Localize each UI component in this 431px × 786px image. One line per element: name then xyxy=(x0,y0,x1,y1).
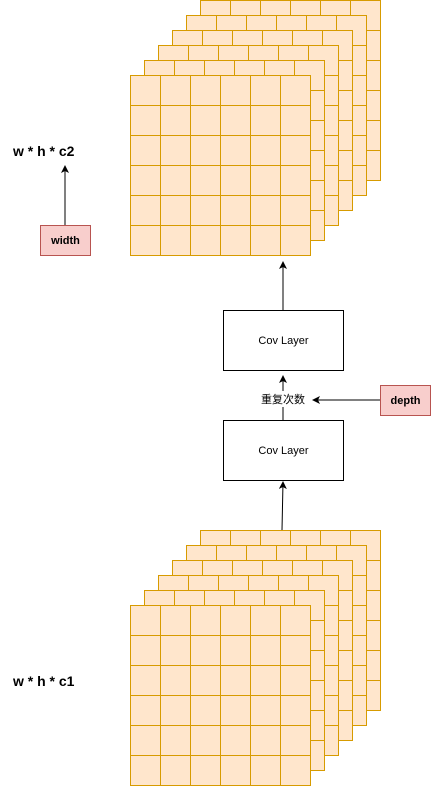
output-grid-cell xyxy=(220,75,251,106)
output-grid-cell xyxy=(220,195,251,226)
input-grid-cell xyxy=(250,725,281,756)
output-grid-cell xyxy=(250,165,281,196)
output-grid-layer-1 xyxy=(130,75,311,256)
input-grid-cell xyxy=(130,605,161,636)
input-grid-cell xyxy=(130,635,161,666)
input-grid-cell xyxy=(160,665,191,696)
output-grid-cell xyxy=(220,135,251,166)
input-grid-cell xyxy=(250,635,281,666)
output-grid-cell xyxy=(130,75,161,106)
output-grid-cell xyxy=(130,135,161,166)
output-dimensions-label: w * h * c2 xyxy=(13,143,75,159)
output-grid-cell xyxy=(130,105,161,136)
input-grid-cell xyxy=(130,695,161,726)
input-grid-cell xyxy=(130,725,161,756)
input-grid-cell xyxy=(190,755,221,786)
input-grid-cell xyxy=(280,665,311,696)
output-grid-cell xyxy=(280,75,311,106)
cov-layer-top[interactable]: Cov Layer xyxy=(223,310,344,371)
input-grid-cell xyxy=(280,695,311,726)
output-grid-cell xyxy=(280,135,311,166)
input-grid-cell xyxy=(250,695,281,726)
output-grid-cell xyxy=(280,105,311,136)
input-feature-map-stack xyxy=(130,530,381,786)
input-grid-cell xyxy=(220,665,251,696)
input-grid-cell xyxy=(190,605,221,636)
output-grid-cell xyxy=(190,195,221,226)
output-grid-cell xyxy=(280,165,311,196)
output-grid-cell xyxy=(160,75,191,106)
output-grid-cell xyxy=(190,75,221,106)
output-grid-cell xyxy=(130,165,161,196)
input-dimensions-label: w * h * c1 xyxy=(13,673,75,689)
output-grid-cell xyxy=(280,195,311,226)
input-grid-cell xyxy=(160,605,191,636)
input-grid-cell xyxy=(190,635,221,666)
input-grid-cell xyxy=(160,755,191,786)
output-grid-cell xyxy=(190,225,221,256)
output-grid-cell xyxy=(250,75,281,106)
output-grid-cell xyxy=(250,225,281,256)
input-grid-cell xyxy=(220,635,251,666)
output-grid-cell xyxy=(250,105,281,136)
output-grid-cell xyxy=(130,195,161,226)
input-grid-cell xyxy=(220,695,251,726)
input-grid-cell xyxy=(280,635,311,666)
input-grid-cell xyxy=(160,725,191,756)
input-grid-cell xyxy=(220,725,251,756)
input-grid-cell xyxy=(190,695,221,726)
output-grid-cell xyxy=(190,165,221,196)
input-grid-cell xyxy=(250,755,281,786)
cov-layer-bottom[interactable]: Cov Layer xyxy=(223,420,344,481)
output-grid-cell xyxy=(160,135,191,166)
arrow-from-input-stack xyxy=(278,481,287,531)
input-grid-cell xyxy=(280,725,311,756)
input-grid-cell xyxy=(130,755,161,786)
input-grid-cell xyxy=(130,665,161,696)
output-grid-cell xyxy=(250,195,281,226)
output-grid-cell xyxy=(220,105,251,136)
input-grid-cell xyxy=(190,725,221,756)
input-grid-cell xyxy=(220,605,251,636)
input-grid-cell xyxy=(250,665,281,696)
input-grid-cell xyxy=(220,755,251,786)
width-tag[interactable]: width xyxy=(40,225,91,256)
output-grid-cell xyxy=(250,135,281,166)
output-feature-map-stack xyxy=(130,0,381,256)
output-grid-cell xyxy=(130,225,161,256)
output-grid-cell xyxy=(280,225,311,256)
output-grid-cell xyxy=(160,105,191,136)
output-grid-cell xyxy=(160,195,191,226)
input-grid-cell xyxy=(160,635,191,666)
input-grid-cell xyxy=(250,605,281,636)
output-grid-cell xyxy=(220,225,251,256)
output-grid-cell xyxy=(190,105,221,136)
output-grid-cell xyxy=(190,135,221,166)
output-grid-cell xyxy=(160,225,191,256)
input-grid-cell xyxy=(280,755,311,786)
depth-tag[interactable]: depth xyxy=(380,385,431,416)
input-grid-layer-1 xyxy=(130,605,311,786)
output-grid-cell xyxy=(220,165,251,196)
input-grid-cell xyxy=(280,605,311,636)
input-grid-cell xyxy=(190,665,221,696)
output-grid-cell xyxy=(160,165,191,196)
input-grid-cell xyxy=(160,695,191,726)
repeat-count-label: 重复次数 xyxy=(261,391,305,407)
